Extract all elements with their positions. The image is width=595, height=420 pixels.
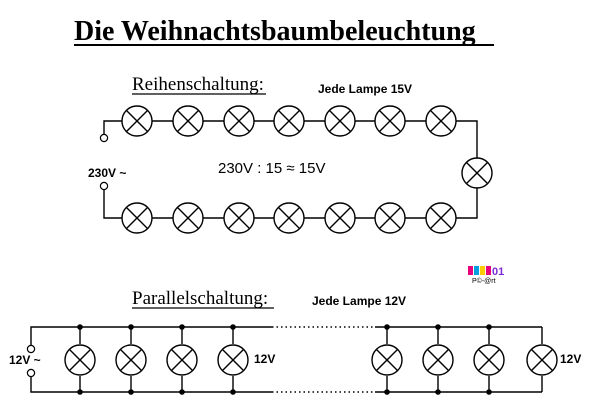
artist-logo: 01 P©-@rt	[468, 266, 504, 285]
parallel-lamp-5	[371, 344, 403, 376]
parallel-source-label: 12V ~	[9, 353, 41, 367]
parallel-junction-bottom-4	[230, 389, 236, 395]
series-lamp-top-1	[121, 105, 153, 137]
parallel-lamp-4	[217, 344, 249, 376]
parallel-lamp-3	[166, 344, 198, 376]
logo-mark-4	[486, 266, 491, 275]
logo-mark-2	[474, 266, 479, 275]
parallel-junction-bottom-3	[179, 389, 185, 395]
series-lamp-bottom-6	[374, 202, 406, 234]
series-lamp-top-3	[223, 105, 255, 137]
series-heading: Reihenschaltung:	[132, 74, 264, 95]
series-lamp-bottom-3	[223, 202, 255, 234]
parallel-junction-top-5	[384, 324, 390, 330]
parallel-lamp-7	[473, 344, 505, 376]
parallel-lamp-voltage-label-1: 12V	[254, 352, 275, 366]
page-title: Die Weihnachtsbaumbeleuchtung	[74, 16, 476, 47]
series-lamp-top-5	[324, 105, 356, 137]
parallel-junction-top-4	[230, 324, 236, 330]
series-lamp-top-7	[425, 105, 457, 137]
series-lamp-bottom-4	[273, 202, 305, 234]
parallel-terminals	[26, 344, 36, 378]
parallel-junction-top-6	[435, 324, 441, 330]
parallel-junction-bottom-7	[486, 389, 492, 395]
series-terminal-top	[99, 133, 109, 143]
parallel-heading: Parallelschaltung:	[132, 288, 268, 309]
parallel-terminal-bottom	[26, 368, 36, 378]
parallel-terminal-top	[26, 344, 36, 354]
parallel-lamp-note: Jede Lampe 12V	[312, 294, 406, 308]
parallel-lamp-8	[526, 344, 558, 376]
logo-line2: P©-@rt	[472, 277, 496, 285]
parallel-rails	[30, 326, 542, 393]
series-formula: 230V : 15 ≈ 15V	[218, 160, 325, 177]
parallel-lamp-voltage-label-2: 12V	[560, 352, 581, 366]
logo-mark-1	[468, 266, 473, 275]
parallel-junction-top-3	[179, 324, 185, 330]
series-lamp-bottom-5	[324, 202, 356, 234]
logo-line1: 01	[492, 266, 504, 278]
parallel-junction-bottom-2	[128, 389, 134, 395]
parallel-junction-bottom-1	[77, 389, 83, 395]
series-terminal-bottom	[99, 181, 109, 191]
parallel-lamp-1	[64, 344, 96, 376]
parallel-lamps	[64, 324, 558, 395]
series-lamp-bottom-2	[172, 202, 204, 234]
parallel-junction-top-7	[486, 324, 492, 330]
parallel-junction-top-2	[128, 324, 134, 330]
parallel-lamp-2	[115, 344, 147, 376]
series-terminals	[99, 133, 109, 191]
series-lamp-bottom-1	[121, 202, 153, 234]
series-source-label: 230V ~	[88, 166, 126, 180]
series-lamp-top-4	[273, 105, 305, 137]
parallel-junction-top-1	[77, 324, 83, 330]
series-lamp-note: Jede Lampe 15V	[318, 82, 412, 96]
parallel-junction-bottom-5	[384, 389, 390, 395]
logo-mark-3	[480, 266, 485, 275]
parallel-junction-bottom-6	[435, 389, 441, 395]
parallel-rail-gap	[272, 326, 375, 393]
series-lamp-right	[461, 157, 493, 189]
series-lamp-top-2	[172, 105, 204, 137]
series-lamp-top-6	[374, 105, 406, 137]
parallel-lamp-6	[422, 344, 454, 376]
series-lamp-bottom-7	[425, 202, 457, 234]
series-lamps	[121, 105, 493, 234]
